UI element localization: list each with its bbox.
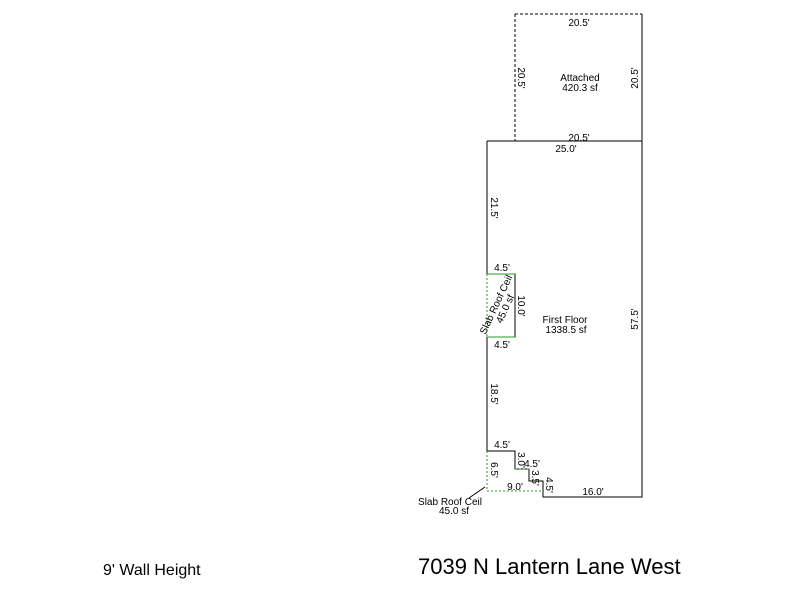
dim-floor-top: 25.0' bbox=[555, 144, 576, 155]
dim-attached-bottom: 20.5' bbox=[568, 133, 589, 144]
dim-floor-left-upper: 21.5' bbox=[488, 197, 499, 218]
dim-floor-bottom: 16.0' bbox=[582, 487, 603, 498]
address-title: 7039 N Lantern Lane West bbox=[418, 554, 681, 579]
dim-slab-bottom: 9.0' bbox=[507, 482, 523, 493]
dim-step-side-b: 3.5' bbox=[529, 470, 540, 486]
first-floor-name: First Floor bbox=[543, 315, 589, 326]
dim-slab-side: 6.5' bbox=[488, 462, 499, 478]
dim-step-side-c: 4.5' bbox=[543, 477, 554, 493]
first-floor-room: First Floor 1338.5 sf 25.0' 21.5' 4.5' 1… bbox=[486, 140, 643, 498]
dim-notch1-top: 4.5' bbox=[494, 263, 510, 274]
slab-lower-area: 45.0 sf bbox=[439, 506, 469, 517]
attached-area: 420.3 sf bbox=[562, 83, 598, 94]
dim-notch1-bottom: 4.5' bbox=[494, 340, 510, 351]
dim-step-top-b: 4.5' bbox=[524, 459, 540, 470]
attached-room: 20.5' 20.5' 20.5' 20.5' Attached 420.3 s… bbox=[514, 13, 643, 144]
dim-attached-top: 20.5' bbox=[568, 18, 589, 29]
attached-name: Attached bbox=[560, 73, 599, 84]
first-floor-area: 1338.5 sf bbox=[545, 325, 586, 336]
dim-attached-left: 20.5' bbox=[515, 67, 526, 88]
dim-floor-right: 57.5' bbox=[630, 308, 641, 329]
dim-floor-left-mid: 18.5' bbox=[488, 383, 499, 404]
dim-notch2-top: 4.5' bbox=[494, 440, 510, 451]
dim-attached-right: 20.5' bbox=[630, 67, 641, 88]
slab-lower-name: Slab Roof Ceil bbox=[418, 497, 482, 508]
dim-notch1-side: 10.0' bbox=[515, 295, 526, 316]
dim-step-side-a: 3.0' bbox=[515, 452, 526, 468]
wall-height-label: 9' Wall Height bbox=[103, 562, 201, 579]
slab-lower-leader bbox=[468, 486, 486, 499]
